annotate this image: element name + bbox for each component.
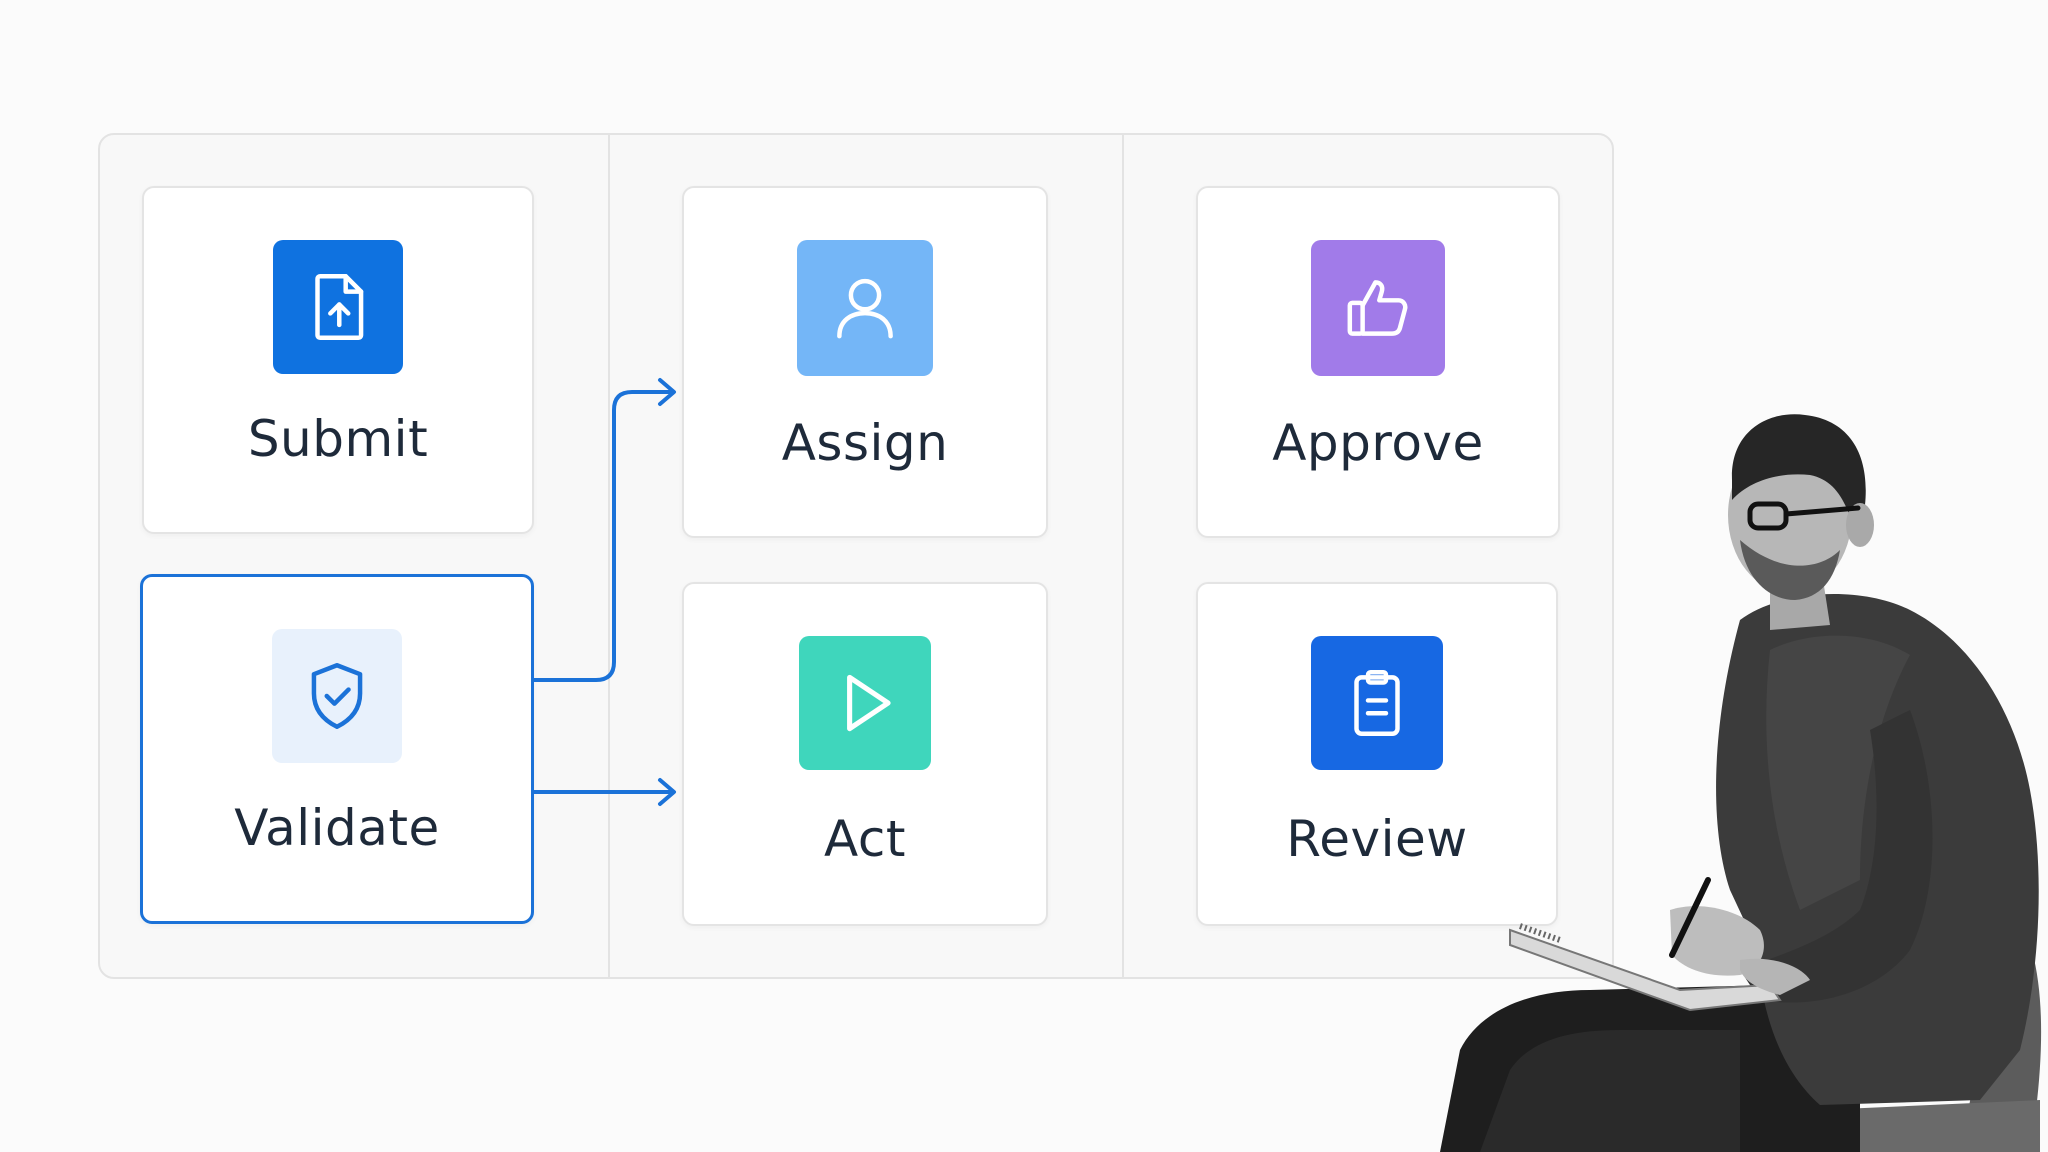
card-label-assign: Assign <box>781 414 949 472</box>
card-label-act: Act <box>824 810 906 868</box>
card-approve[interactable]: Approve <box>1196 186 1560 538</box>
card-label-approve: Approve <box>1272 414 1484 472</box>
file-upload-icon <box>315 274 364 340</box>
card-act[interactable]: Act <box>682 582 1048 926</box>
shield-check-icon <box>311 663 363 729</box>
user-icon <box>837 278 893 339</box>
submit-icon-tile <box>273 240 403 374</box>
review-icon-tile <box>1311 636 1443 770</box>
assign-icon-tile <box>797 240 933 376</box>
play-icon <box>847 674 891 732</box>
card-label-submit: Submit <box>247 410 429 468</box>
column-divider-2 <box>1122 133 1124 979</box>
card-submit[interactable]: Submit <box>142 186 534 534</box>
person-taking-notes-illustration <box>1440 414 2042 1152</box>
act-icon-tile <box>799 636 931 770</box>
card-label-review: Review <box>1286 810 1468 868</box>
card-label-validate: Validate <box>234 799 440 857</box>
column-divider-1 <box>608 133 610 979</box>
clipboard-icon <box>1354 670 1400 736</box>
card-validate[interactable]: Validate <box>140 574 534 924</box>
thumbs-up-icon <box>1347 280 1408 336</box>
card-review[interactable]: Review <box>1196 582 1558 926</box>
card-assign[interactable]: Assign <box>682 186 1048 538</box>
approve-icon-tile <box>1311 240 1445 376</box>
validate-icon-tile <box>272 629 402 763</box>
